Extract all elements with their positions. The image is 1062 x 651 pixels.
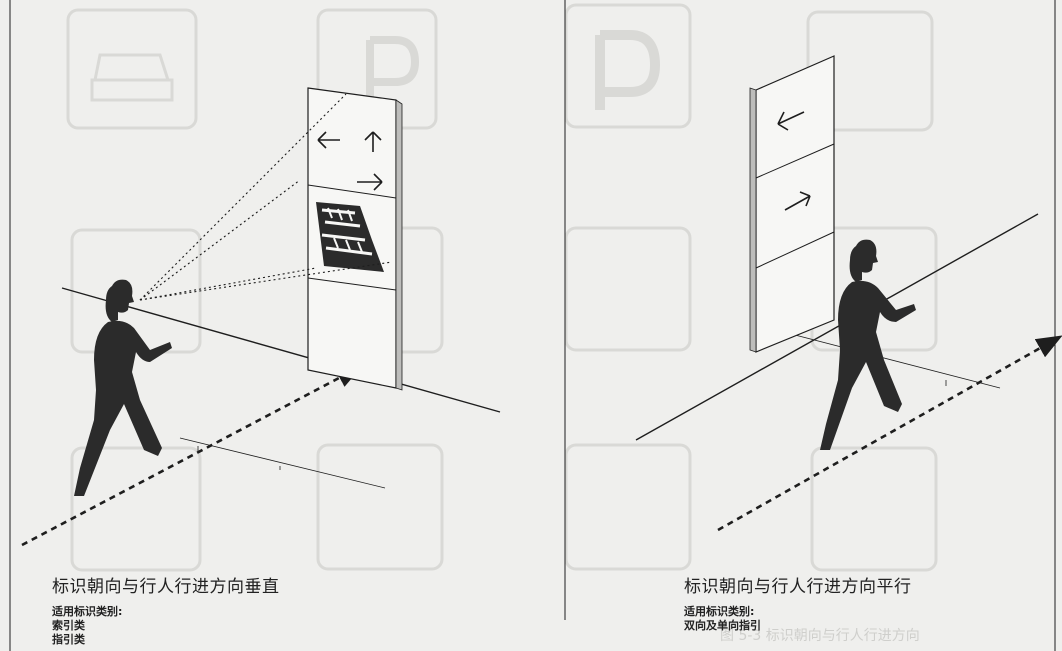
- arrow-right-icon: [357, 173, 383, 191]
- left-panel-caption: 标识朝向与行人行进方向垂直 适用标识类别: 索引类 指引类: [52, 572, 280, 647]
- left-walk-direction-arrow: [21, 365, 363, 547]
- faded-parking-p: [366, 36, 420, 105]
- arrow-left-icon: [317, 131, 340, 149]
- arrow-left-icon-2: [777, 111, 805, 131]
- left-sign-panel: [307, 87, 403, 391]
- arrow-up-icon: [364, 131, 382, 152]
- right-sign-dividers: [755, 143, 835, 269]
- left-panel-scene: [21, 87, 501, 547]
- right-panel-caption: 标识朝向与行人行进方向平行 适用标识类别: 双向及单向指引: [684, 572, 912, 633]
- right-sign-arrows: [777, 111, 811, 211]
- left-sign-dividers: [307, 184, 397, 291]
- faded-phone-icon: [564, 443, 692, 571]
- right-sign-edge: [749, 87, 757, 353]
- right-panel-scene: [635, 55, 1062, 532]
- right-pedestrian-silhouette: [820, 239, 916, 450]
- faded-parking-p-2: [595, 30, 661, 110]
- right-category-label: 适用标识类别:: [684, 605, 755, 618]
- faded-shower-icon: [70, 446, 202, 572]
- panel-frame: [9, 0, 1056, 651]
- arrow-right-icon-2: [784, 191, 811, 211]
- left-sign-edge: [395, 99, 403, 391]
- left-ground-line: [61, 287, 501, 413]
- faded-figure-caption: 图 5-3 标识朝向与行人行进方向: [720, 628, 920, 644]
- right-sign-panel: [749, 55, 835, 353]
- faded-cart-icon: [564, 226, 692, 352]
- faded-suitcase-icon: [810, 446, 938, 572]
- right-category-item: 双向及单向指引: [684, 619, 761, 632]
- left-category-item: 索引类: [52, 619, 85, 632]
- faded-taxi-icon: [66, 8, 198, 130]
- faded-taxi-shape: [90, 53, 174, 102]
- faded-parking-icon-2: [564, 3, 692, 129]
- left-category-item: 指引类: [52, 633, 85, 646]
- right-walk-direction-arrow: [717, 335, 1062, 532]
- left-category-label: 适用标识类别:: [52, 605, 123, 618]
- faded-shop-icon: [316, 443, 444, 571]
- left-pedestrian-silhouette: [74, 279, 172, 496]
- left-sign-arrows: [317, 131, 383, 191]
- faded-background-icons-right: 图 5-3 标识朝向与行人行进方向: [564, 3, 938, 644]
- right-panel-title: 标识朝向与行人行进方向平行: [684, 577, 912, 597]
- left-sign-map-icon: [316, 202, 384, 272]
- right-ground-line: [635, 213, 1039, 441]
- left-panel-title: 标识朝向与行人行进方向垂直: [52, 577, 280, 597]
- left-sight-lines: [139, 93, 393, 301]
